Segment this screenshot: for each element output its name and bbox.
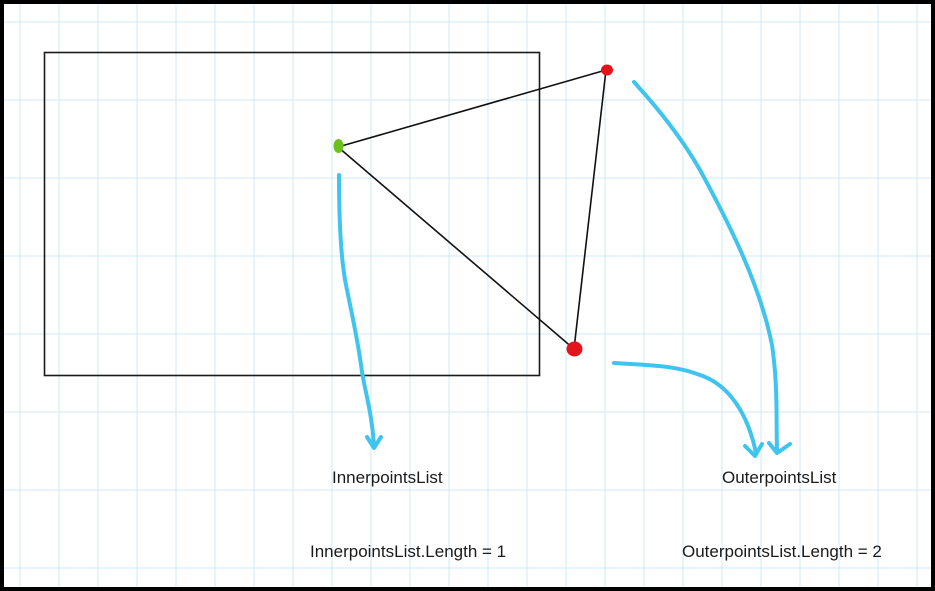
outer-points-list-label: OuterpointsList [722,468,837,487]
arrow-inner-to-list [337,173,376,447]
triangle-edge-top-to-bottom [573,69,607,350]
outer-points-length-label: OuterpointsList.Length = 2 [682,542,882,561]
arrowhead-outer-bottom [743,442,764,458]
triangle-edge-inner-to-top [337,69,607,148]
outer-point-top [601,64,613,76]
outer-point-bottom [566,341,583,357]
arrowhead-outer-top [767,441,792,455]
inner-point [333,139,344,153]
bounding-rectangle [43,51,541,377]
triangle-edge-bottom-to-inner [337,146,575,350]
triangle [337,69,607,350]
arrowhead-inner [365,435,383,450]
arrow-bottom-to-outer-list [612,361,758,455]
arrow-top-to-outer-list [632,80,779,452]
inner-points-length-label: InnerpointsList.Length = 1 [310,542,507,561]
inner-points-list-label: InnerpointsList [332,468,443,487]
arrows [337,80,792,458]
